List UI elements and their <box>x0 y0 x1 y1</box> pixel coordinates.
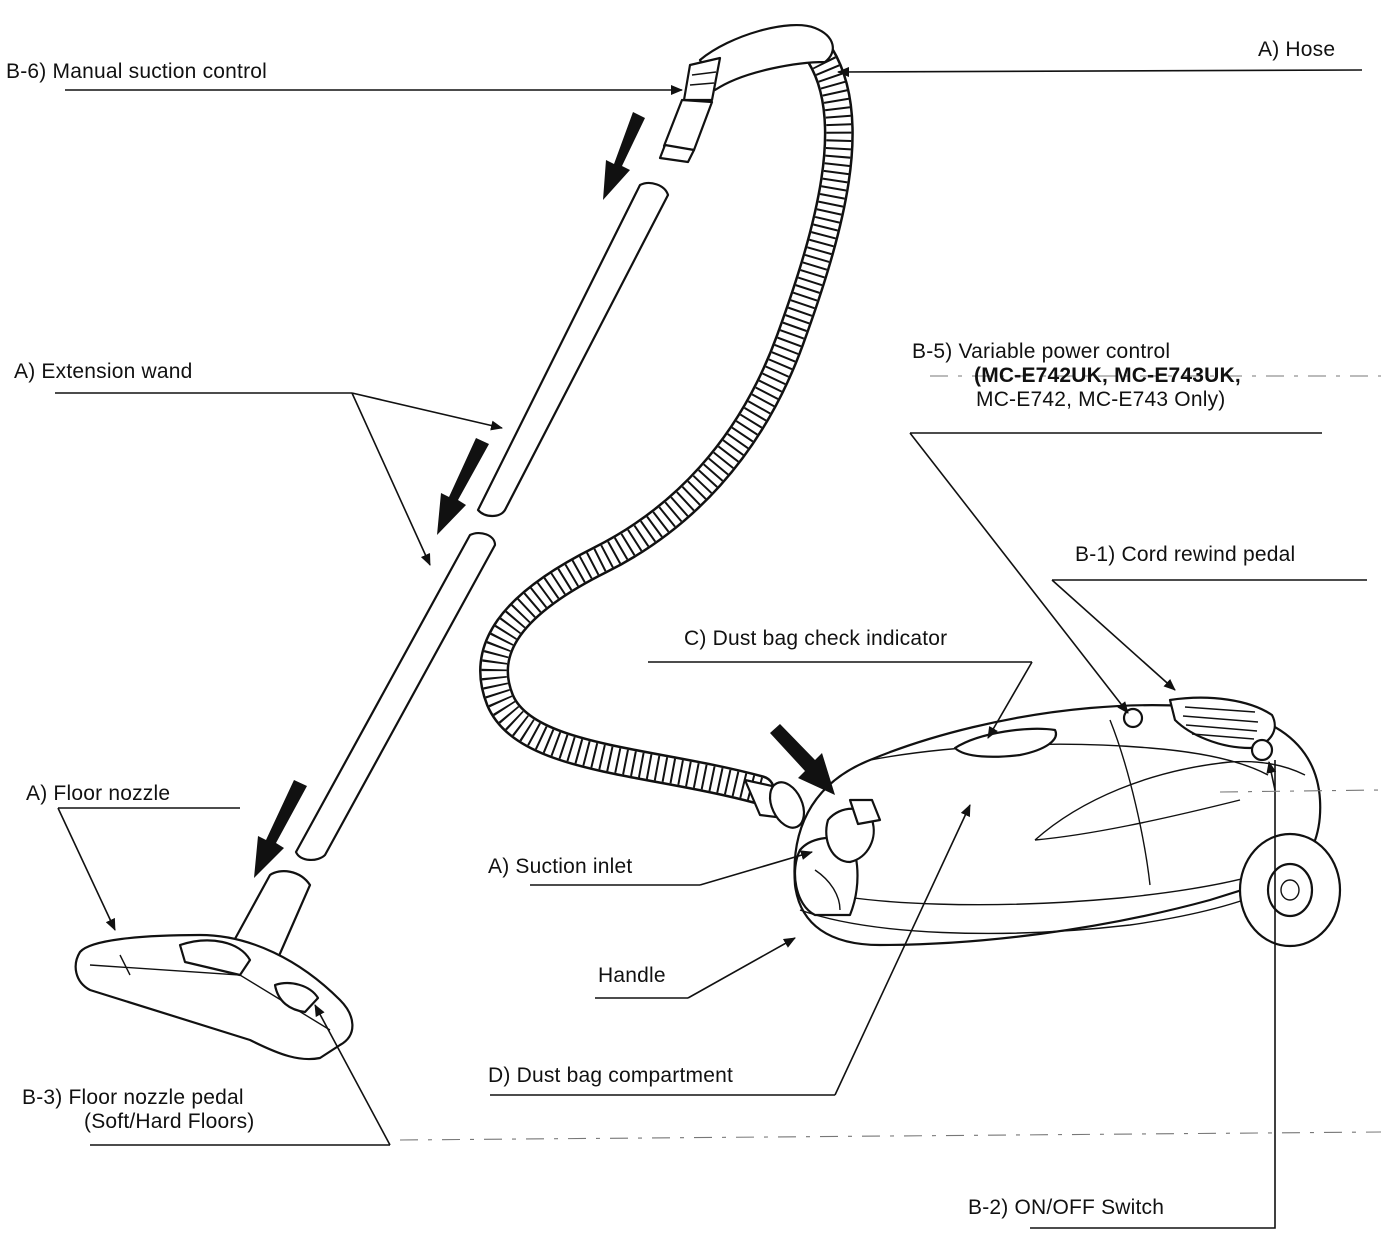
leader-lines <box>55 66 1367 1229</box>
label-variable-power-line-1: B-5) Variable power control <box>912 340 1171 363</box>
label-dust-bag-compartment: D) Dust bag compartment <box>488 1064 734 1087</box>
label-dust-bag-check-indicator: C) Dust bag check indicator <box>684 627 948 650</box>
label-handle: Handle <box>598 964 666 987</box>
label-floor-nozzle-pedal: B-3) Floor nozzle pedal (Soft/Hard Floor… <box>22 1086 254 1134</box>
hose <box>479 40 854 829</box>
label-hose: A) Hose <box>1258 38 1336 61</box>
floor-nozzle <box>74 870 354 1061</box>
scan-lines <box>399 375 1381 1141</box>
label-variable-power-line-2: (MC-E742UK, MC-E743UK, <box>974 364 1241 387</box>
label-floor-nozzle: A) Floor nozzle <box>26 782 171 805</box>
label-on-off-switch: B-2) ON/OFF Switch <box>968 1196 1165 1219</box>
label-suction-inlet: A) Suction inlet <box>488 855 633 878</box>
label-extension-wand: A) Extension wand <box>14 360 193 383</box>
assembly-arrows <box>254 112 835 878</box>
label-floor-nozzle-pedal-line-1: B-3) Floor nozzle pedal <box>22 1086 244 1109</box>
label-variable-power-line-3: MC-E742, MC-E743 Only) <box>976 388 1226 411</box>
label-manual-suction-control: B-6) Manual suction control <box>6 60 268 83</box>
hose-handle <box>658 24 834 164</box>
label-cord-rewind-pedal: B-1) Cord rewind pedal <box>1075 543 1296 566</box>
extension-wand <box>294 181 670 861</box>
label-floor-nozzle-pedal-line-2: (Soft/Hard Floors) <box>84 1110 255 1133</box>
vacuum-body <box>793 696 1342 948</box>
label-variable-power-control: B-5) Variable power control (MC-E742UK, … <box>912 340 1241 412</box>
